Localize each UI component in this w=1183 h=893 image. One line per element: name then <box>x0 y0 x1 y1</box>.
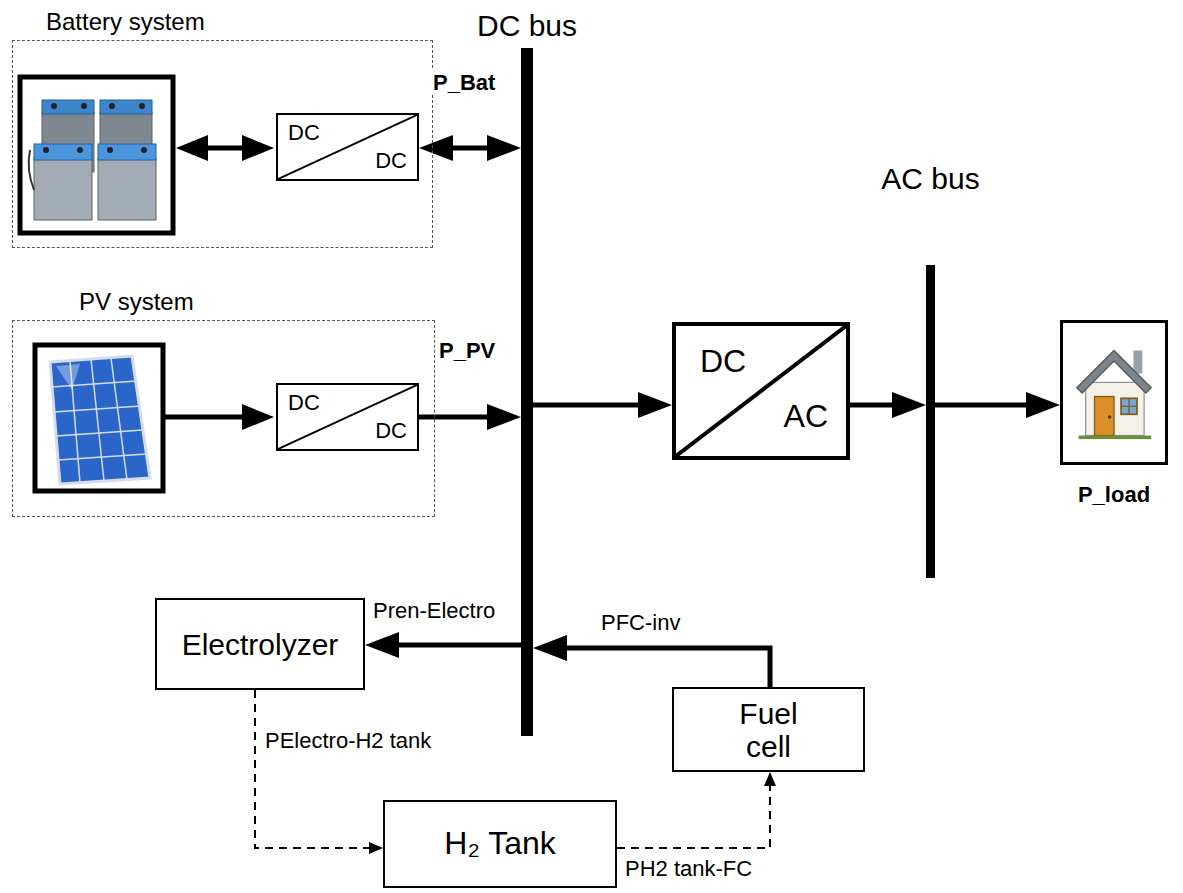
power-flow-connector <box>255 690 383 854</box>
box-label: Fuel cell <box>719 697 819 763</box>
house-part <box>1086 382 1144 435</box>
box-label: H₂ Tank <box>444 826 555 861</box>
pv-panel-picture <box>35 345 163 491</box>
hydrogen-tank-box: H₂ Tank <box>383 800 617 888</box>
power-flow-connector <box>419 135 521 161</box>
arrowhead <box>369 842 383 854</box>
house-part <box>1133 350 1142 373</box>
power-flow-connector <box>533 392 672 418</box>
power-flow-label: PElectro-H2 tank <box>264 728 432 753</box>
fuel-cell-box: Fuel cell <box>672 687 865 772</box>
arrowhead <box>487 404 521 430</box>
power-flow-connector <box>365 632 521 658</box>
bus-name: AC bus <box>881 162 979 195</box>
electrolyzer-box: Electrolyzer <box>155 598 365 690</box>
box-label: Electrolyzer <box>182 628 339 661</box>
group-title: Battery system <box>46 9 205 35</box>
pv-system-group: PV systemDCDC <box>12 320 435 517</box>
converter-input: DC <box>288 391 320 415</box>
diagonal-line <box>278 385 417 449</box>
battery-picture <box>20 77 173 233</box>
dc-ac-inverter: DC AC <box>672 322 850 460</box>
power-flow-connector <box>617 772 776 848</box>
arrowhead <box>892 392 926 418</box>
diagonal-line <box>278 115 417 179</box>
group-title: PV system <box>79 289 194 315</box>
power-flow-connector <box>935 392 1060 418</box>
power-flow-label: PH2 tank-FC <box>624 856 753 881</box>
connector-line <box>255 690 375 848</box>
dc-dc-converter: DC DC <box>276 383 419 451</box>
house-part <box>1121 398 1137 414</box>
connector-line <box>533 403 652 408</box>
converter-input: DC <box>288 121 320 145</box>
arrowhead <box>533 635 567 661</box>
house-part <box>1079 436 1152 440</box>
arrowhead <box>1026 392 1060 418</box>
diagonal-line <box>676 326 846 456</box>
converter-input: DC <box>700 344 746 379</box>
power-flow-label: PFC-inv <box>600 610 681 635</box>
converter-output: AC <box>784 399 828 434</box>
arrowhead <box>764 772 776 786</box>
house-part <box>1077 350 1151 393</box>
arrowhead <box>487 135 521 161</box>
ac-bus: AC bus <box>926 265 935 578</box>
connector-line <box>617 780 770 848</box>
power-flow-connector <box>850 392 926 418</box>
bus-name: DC bus <box>477 9 577 42</box>
house-part <box>1095 397 1114 436</box>
house-part <box>1108 415 1112 419</box>
power-flow-label: P_PV <box>438 338 496 363</box>
arrowhead <box>638 392 672 418</box>
connector-line <box>385 643 521 648</box>
connector-line <box>553 648 770 687</box>
connector-line <box>935 403 1040 408</box>
dc-dc-converter: DC DC <box>276 113 419 181</box>
house-part <box>1121 406 1137 407</box>
arrowhead <box>419 135 453 161</box>
converter-output: DC <box>375 419 407 443</box>
power-flow-label: P_Bat <box>432 70 496 95</box>
battery-link-arrow <box>176 135 274 161</box>
power-flow-label: Pren-Electro <box>372 598 496 623</box>
converter-output: DC <box>375 149 407 173</box>
arrowhead <box>365 632 399 658</box>
dc-bus: DC bus <box>521 48 533 736</box>
house-icon <box>1067 331 1161 455</box>
battery-system-group: Battery systemDCDC <box>12 40 433 248</box>
load-label: P_load <box>1078 483 1150 507</box>
power-flow-connector <box>533 635 770 687</box>
pv-link-arrow <box>165 404 274 430</box>
load-house: P_load <box>1060 320 1168 465</box>
